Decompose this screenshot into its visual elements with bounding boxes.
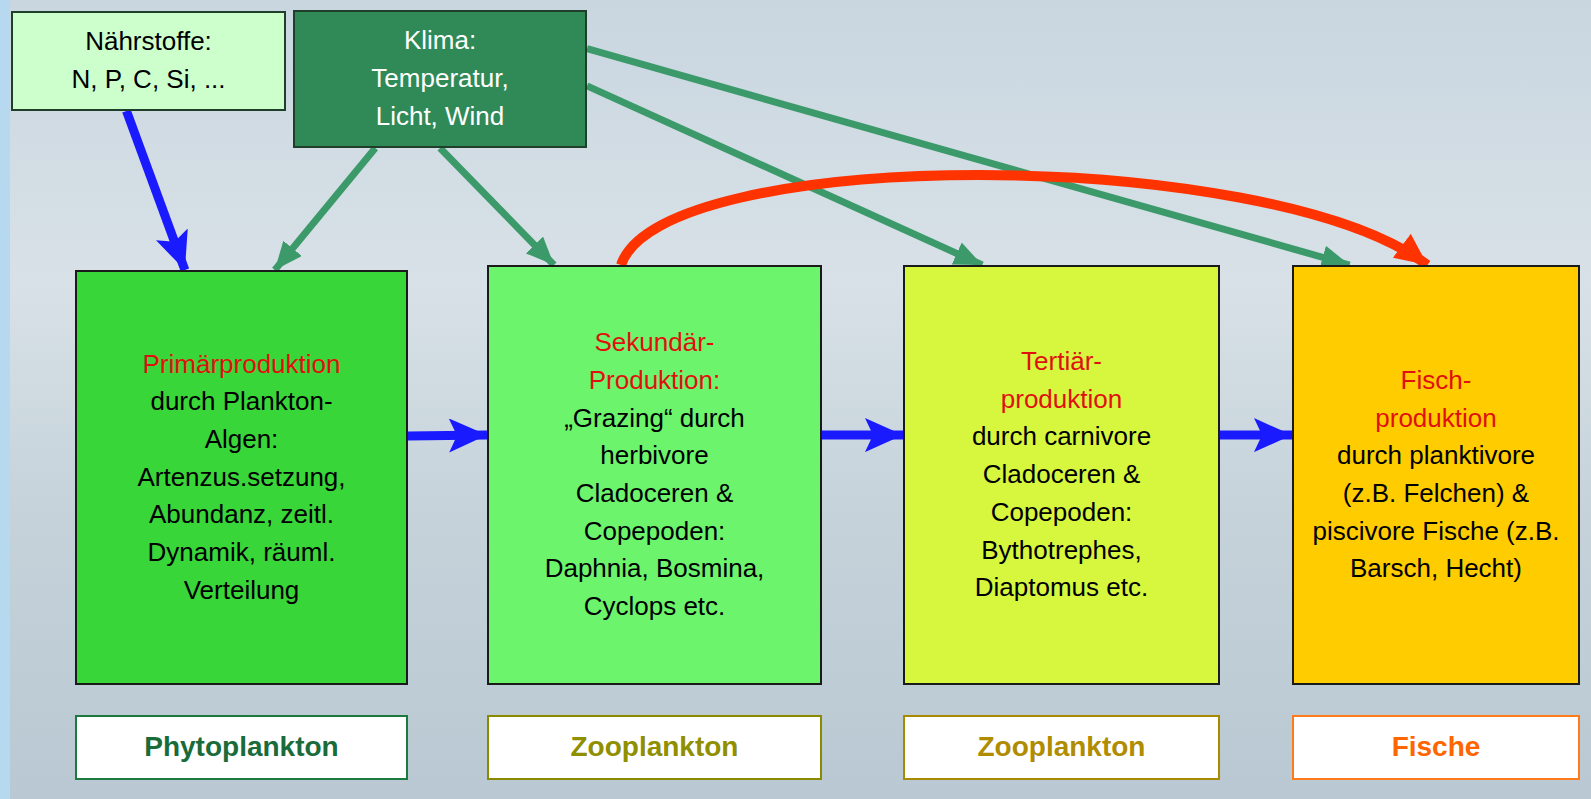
node-heading: Tertiär- produktion <box>987 343 1137 418</box>
process-box: Primärproduktiondurch Plankton-Algen: Ar… <box>75 270 408 685</box>
node-heading: Sekundär- Produktion: <box>565 324 745 399</box>
node-heading: Nährstoffe: <box>85 23 212 61</box>
flow-arrow <box>621 175 1427 265</box>
node-heading: Primärproduktion <box>143 346 341 384</box>
flow-arrow <box>440 148 554 265</box>
level-box: Zooplankton <box>487 715 822 780</box>
input-box: Klima:Temperatur, Licht, Wind <box>293 10 587 148</box>
level-box: Phytoplankton <box>75 715 408 780</box>
node-body: durch Plankton-Algen: Artenzus.setzung, … <box>117 383 367 609</box>
process-box: Fisch- produktiondurch planktivore (z.B.… <box>1292 265 1580 685</box>
node-heading: Zooplankton <box>571 727 739 768</box>
node-body: „Grazing“ durch herbivore Cladoceren & C… <box>535 400 775 626</box>
process-box: Sekundär- Produktion:„Grazing“ durch her… <box>487 265 822 685</box>
flow-arrow <box>275 148 376 270</box>
process-box: Tertiär- produktiondurch carnivore Clado… <box>903 265 1220 685</box>
level-box: Zooplankton <box>903 715 1220 780</box>
node-heading: Zooplankton <box>978 727 1146 768</box>
flow-arrow <box>822 431 903 440</box>
node-heading: Fisch- produktion <box>1361 362 1511 437</box>
background-strip <box>0 0 10 799</box>
input-box: Nährstoffe:N, P, C, Si, ... <box>11 11 286 111</box>
level-box: Fische <box>1292 715 1580 780</box>
node-body: durch carnivore Cladoceren & Copepoden: … <box>942 418 1182 606</box>
flow-arrow <box>587 49 1350 265</box>
flow-arrow <box>1220 431 1292 440</box>
node-heading: Fische <box>1392 727 1481 768</box>
flow-arrow <box>127 111 185 270</box>
flow-arrow <box>408 431 487 441</box>
node-body: durch planktivore (z.B. Felchen) & pisci… <box>1311 437 1561 588</box>
node-heading: Klima: <box>404 22 476 60</box>
node-body: N, P, C, Si, ... <box>71 61 225 99</box>
node-heading: Phytoplankton <box>144 727 338 768</box>
node-body: Temperatur, Licht, Wind <box>340 60 540 135</box>
